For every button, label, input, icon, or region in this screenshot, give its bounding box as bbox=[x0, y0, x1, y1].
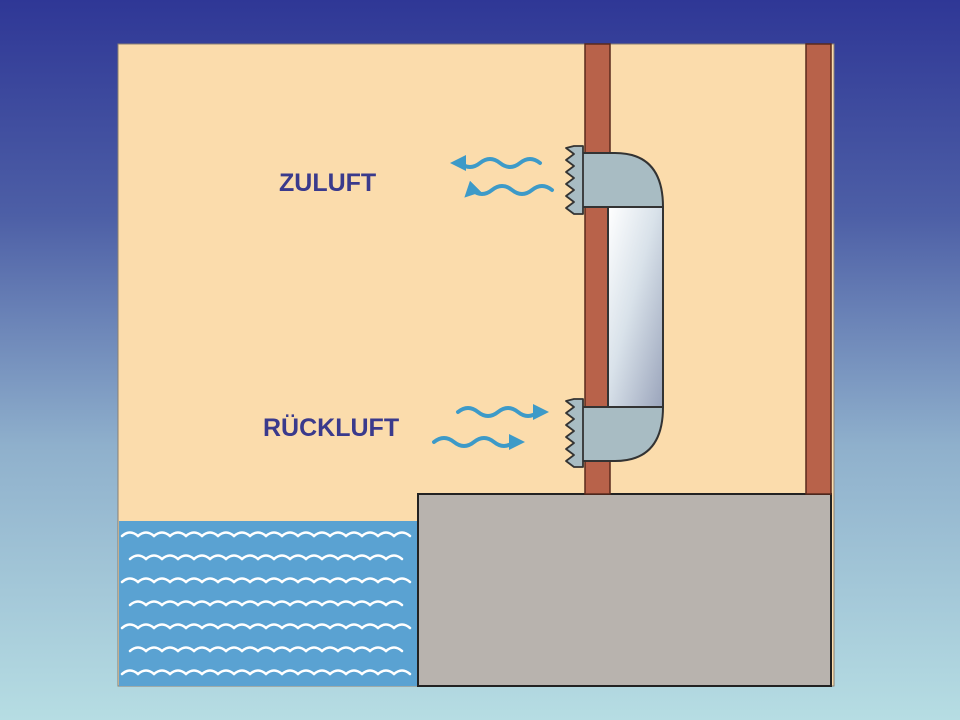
wavy-arrow-icon bbox=[432, 404, 549, 450]
supply-air-label: ZULUFT bbox=[279, 169, 376, 197]
vent-grille-icon bbox=[565, 398, 584, 468]
wavy-arrow-icon bbox=[450, 155, 554, 198]
wall-stud-right bbox=[805, 43, 832, 495]
vertical-duct bbox=[607, 206, 664, 408]
return-duct-elbow bbox=[579, 406, 665, 462]
return-air-label: RÜCKLUFT bbox=[263, 413, 399, 442]
vent-grille-icon bbox=[565, 145, 584, 215]
concrete-deck bbox=[417, 493, 832, 687]
water-waves bbox=[120, 531, 412, 676]
supply-duct-elbow bbox=[579, 152, 665, 208]
